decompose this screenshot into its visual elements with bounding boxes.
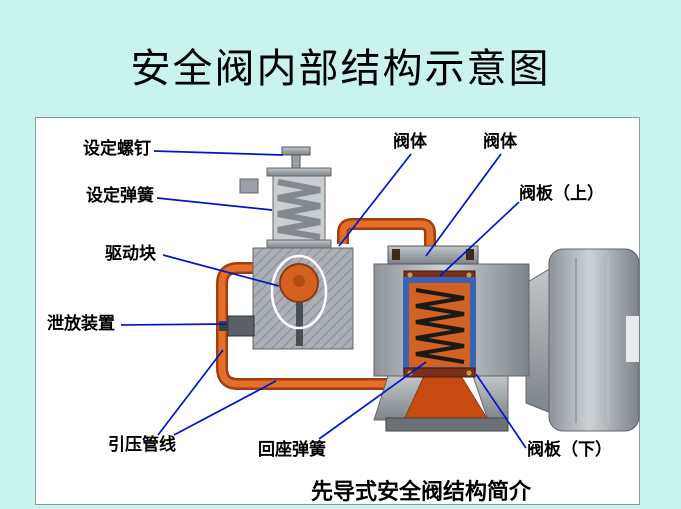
label-valve-plate-lower: 阀板（下） (527, 440, 612, 459)
setting-screw-head (281, 146, 311, 156)
main-valve-assembly (373, 245, 640, 432)
relief-device-shape (227, 315, 255, 337)
leader-valve-plate-lower (475, 373, 527, 449)
leader-lines (120, 150, 527, 449)
pilot-pipe-top (337, 218, 436, 266)
reseat-spring-coils (415, 288, 465, 364)
leader-setting-spring (156, 197, 273, 211)
label-valve-body-left: 阀体 (393, 132, 427, 151)
drive-block-highlight-ring (270, 254, 328, 330)
leader-setting-screw (153, 150, 284, 156)
page-title: 安全阀内部结构示意图 (130, 46, 551, 91)
label-relief-device: 泄放装置 (47, 314, 115, 333)
pilot-stem (296, 302, 303, 346)
plate-bolt-4 (466, 370, 472, 376)
diagram-caption: 先导式安全阀结构简介 (310, 479, 531, 504)
leader-valve-body-right (425, 153, 502, 257)
pilot-valve-assembly (219, 146, 354, 350)
valve-diagram (120, 146, 640, 449)
outlet-neck (525, 267, 552, 414)
label-setting-screw: 设定螺钉 (83, 139, 151, 158)
cap-bolt-right (466, 249, 474, 260)
valve-plate-lower-shape (403, 367, 476, 378)
housing-side-tab (239, 178, 259, 194)
label-drive-block: 驱动块 (105, 244, 156, 263)
leader-pressure-line-2 (173, 380, 277, 436)
leader-pressure-line-1 (157, 349, 224, 436)
relief-device-nipple (219, 321, 228, 331)
plate-bolt-1 (407, 272, 413, 278)
label-valve-body-right: 阀体 (483, 132, 517, 151)
cap-bolt-left (392, 249, 400, 260)
diagram-panel: 设定螺钉 设定弹簧 驱动块 泄放装置 阀体 阀体 阀板（上） 引压管线 回座弹簧… (35, 117, 640, 505)
setting-spring-coils (277, 179, 321, 240)
spring-housing-top-flange (266, 167, 332, 177)
label-pressure-pipelines: 引压管线 (108, 435, 176, 454)
label-setting-spring: 设定弹簧 (86, 186, 154, 205)
label-valve-plate-upper: 阀板（上） (519, 184, 604, 203)
leader-valve-body-left (338, 153, 412, 247)
outlet-flange-notch (626, 316, 639, 362)
leader-drive-block (162, 254, 280, 287)
leader-relief-device (120, 323, 228, 326)
bottom-flange (385, 417, 509, 432)
outlet-flange (548, 248, 640, 432)
leader-valve-plate-upper (439, 201, 520, 277)
leader-reseat-spring (318, 361, 427, 440)
spring-housing-bottom-flange (266, 239, 332, 249)
drive-block-core (293, 275, 305, 287)
main-valve-cap (387, 245, 479, 265)
plate-bolt-2 (466, 272, 472, 278)
label-reseat-spring: 回座弹簧 (258, 440, 326, 459)
